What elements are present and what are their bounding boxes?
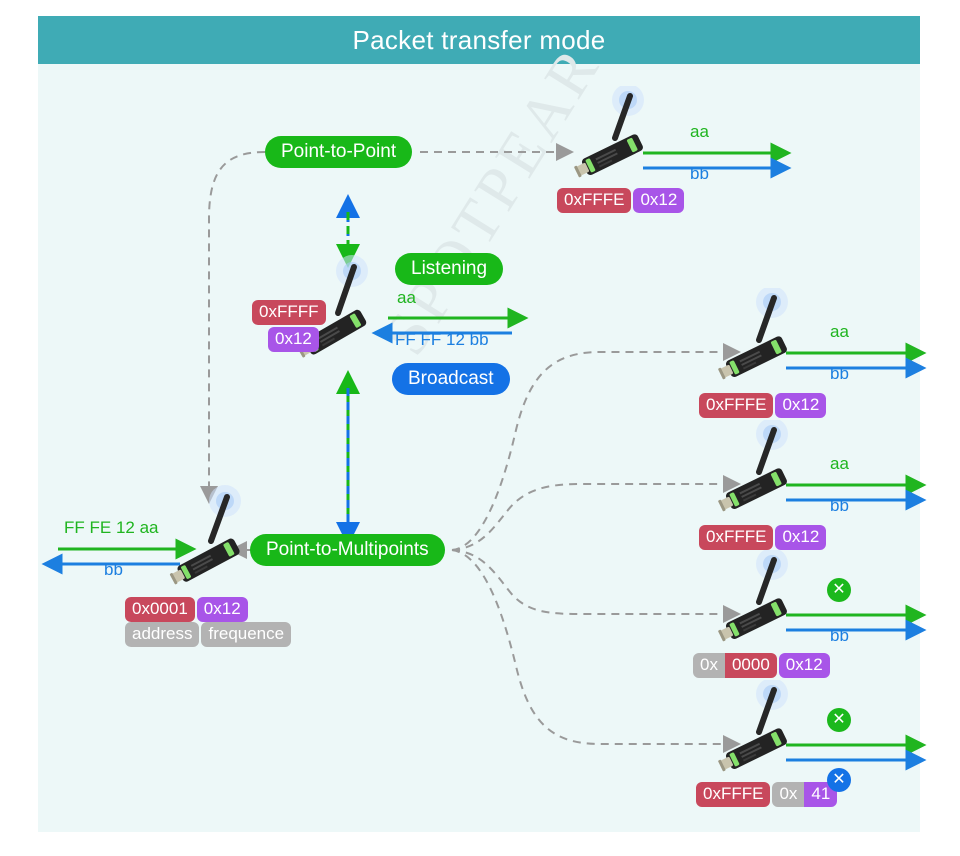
- tx-label: aa: [830, 454, 849, 473]
- rx-label: bb: [104, 560, 123, 579]
- blocked-tx-icon: ✕: [827, 578, 851, 602]
- rx-label: bb: [690, 164, 709, 183]
- address-badge: 0xFFFE: [699, 525, 774, 550]
- link-fanout-2: [451, 475, 741, 551]
- address-badge: 0xFFFE: [699, 393, 774, 418]
- arrows-multipoint-4: [786, 734, 927, 771]
- mode-pill-listening[interactable]: Listening: [395, 253, 504, 285]
- frequence-badge: 0x12: [268, 327, 319, 352]
- badge-listening-frequence: 0x12: [268, 327, 319, 352]
- device-multipoint-1[interactable]: [710, 288, 802, 388]
- badges-source-device: 0x0001 0x12: [125, 597, 248, 622]
- device-multipoint-2[interactable]: [710, 420, 802, 520]
- frequence-badge: 0x12: [778, 653, 830, 678]
- frequence-badge: 0x12: [775, 393, 827, 418]
- arrows-multipoint-3: [786, 604, 927, 641]
- badges-multipoint-1: 0xFFFE 0x12: [699, 393, 827, 418]
- arrows-multipoint-1: [786, 342, 927, 379]
- frequence-badge: 0x12: [633, 188, 685, 213]
- tx-label: aa: [397, 288, 416, 307]
- address-badge: 0xFFFE: [696, 782, 771, 807]
- labels-multipoint-3: bb: [830, 584, 940, 646]
- rx-label: bb: [830, 496, 849, 515]
- labels-point-to-point-receiver: aa bb: [690, 122, 800, 184]
- address-legend-label: address: [125, 622, 200, 647]
- link-fanout-4: [451, 549, 741, 753]
- labels-multipoint-1: aa bb: [830, 322, 940, 384]
- arrows-source-device: [41, 538, 197, 575]
- address-prefix: 0x: [693, 653, 725, 678]
- device-source[interactable]: [165, 485, 257, 585]
- badges-point-to-point-receiver: 0xFFFE 0x12: [557, 188, 685, 213]
- page-title: Packet transfer mode: [352, 24, 606, 55]
- tx-label: aa: [690, 122, 709, 141]
- device-multipoint-3[interactable]: [710, 550, 802, 650]
- legend-source-device: address frequence: [125, 622, 292, 647]
- frequence-badge: 0x12: [775, 525, 827, 550]
- frequence-badge: 0x12: [196, 597, 248, 622]
- device-listening[interactable]: [292, 255, 384, 358]
- mode-pill-broadcast[interactable]: Broadcast: [392, 363, 510, 395]
- arrows-listening-device: [371, 307, 529, 344]
- rx-label: FF FF 12 bb: [395, 330, 489, 349]
- tx-label: aa: [830, 322, 849, 341]
- device-multipoint-4[interactable]: [710, 680, 802, 780]
- badges-multipoint-2: 0xFFFE 0x12: [699, 525, 827, 550]
- badge-listening-address: 0xFFFF: [252, 300, 326, 325]
- mode-pill-point-to-multipoints[interactable]: Point-to-Multipoints: [250, 534, 445, 566]
- address-badge: 0x0001: [125, 597, 195, 622]
- link-fanout-3: [451, 549, 741, 623]
- blocked-rx-icon: ✕: [827, 768, 851, 792]
- rx-label: bb: [830, 626, 849, 645]
- frequence-legend-label: frequence: [201, 622, 292, 647]
- link-fanout-1: [451, 343, 741, 551]
- labels-multipoint-2: aa bb: [830, 454, 940, 516]
- arrows-p2p-receiver: [643, 142, 792, 179]
- mode-pill-point-to-point[interactable]: Point-to-Point: [265, 136, 413, 168]
- header-bar: Packet transfer mode: [38, 16, 920, 64]
- frequence-prefix: 0x: [772, 782, 805, 807]
- device-point-to-point-receiver[interactable]: [566, 86, 658, 186]
- arrows-multipoint-2: [786, 474, 927, 511]
- labels-source-device: FF FE 12 aa bb: [64, 518, 194, 580]
- rx-label: bb: [830, 364, 849, 383]
- address-badge: 0xFFFE: [557, 188, 632, 213]
- tx-label: FF FE 12 aa: [64, 518, 159, 537]
- labels-listening-device: aa FF FF 12 bb: [395, 288, 527, 350]
- address-value: 0000: [724, 653, 777, 678]
- blocked-tx-icon: ✕: [827, 708, 851, 732]
- address-badge: 0xFFFF: [252, 300, 326, 325]
